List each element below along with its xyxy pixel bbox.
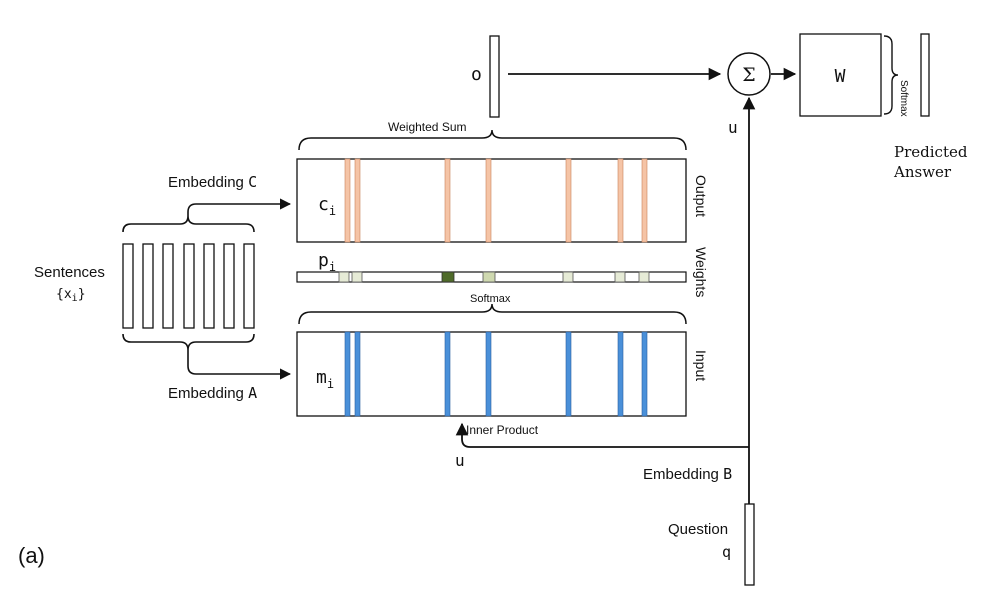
p-var-label: pi — [318, 250, 336, 274]
embedding-b-label: Embedding B — [643, 465, 732, 483]
input-column — [565, 331, 572, 417]
embedding-a-label: Embedding A — [168, 384, 257, 402]
sentences-var: {xi} — [56, 287, 86, 304]
input-column — [617, 331, 624, 417]
output-column — [565, 158, 572, 243]
input-column — [354, 331, 361, 417]
predicted-answer-vector — [920, 33, 930, 117]
output-column — [344, 158, 351, 243]
output-column — [485, 158, 492, 243]
softmax-brace — [298, 303, 687, 325]
predicted-line2: Answer — [893, 163, 952, 181]
output-side-label: Output — [693, 175, 709, 217]
w-var-label: W — [835, 66, 846, 87]
weight-cell — [614, 271, 626, 283]
output-column — [641, 158, 648, 243]
weight-cell — [351, 271, 363, 283]
question-label: Question — [668, 521, 728, 538]
w-matrix — [799, 33, 882, 117]
sentences-title: Sentences — [34, 264, 105, 281]
weighted-sum-label: Weighted Sum — [388, 120, 467, 134]
predicted-line1: Predicted — [894, 143, 968, 161]
output-column — [354, 158, 361, 243]
weighted-sum-brace — [298, 129, 687, 151]
softmax-side-label: Softmax — [898, 80, 909, 117]
input-column — [344, 331, 351, 417]
input-side-label: Input — [693, 350, 709, 381]
inner-product-label: Inner Product — [466, 423, 539, 437]
softmax-side-brace — [883, 35, 899, 115]
output-memory-columns — [344, 158, 648, 243]
sigma-symbol: Σ — [742, 64, 755, 86]
weight-cell — [338, 271, 350, 283]
u-bottom-label: u — [455, 451, 465, 470]
sentences-bottom-brace — [122, 333, 255, 375]
u-to-input-arrow — [455, 422, 749, 448]
embedding-c-label: Embedding C — [168, 173, 257, 191]
input-memory-columns — [344, 331, 648, 417]
sum-node — [727, 52, 771, 96]
weights-side-label: Weights — [693, 247, 709, 297]
m-var-label: mi — [316, 367, 334, 391]
sentences-stack — [122, 243, 255, 329]
output-column — [444, 158, 451, 243]
input-column — [641, 331, 648, 417]
softmax-label: Softmax — [470, 293, 511, 305]
weight-cell — [638, 271, 650, 283]
c-var-label: ci — [318, 194, 336, 218]
o-var-label: o — [471, 64, 482, 85]
input-column — [485, 331, 492, 417]
question-vector — [744, 503, 755, 586]
output-column — [617, 158, 624, 243]
input-column — [444, 331, 451, 417]
weight-cell — [562, 271, 574, 283]
weight-cell — [482, 271, 496, 283]
u-top-label: u — [728, 118, 738, 137]
weight-cells — [338, 271, 650, 283]
o-vector — [489, 35, 500, 118]
panel-label: (a) — [18, 543, 45, 568]
sentences-top-brace — [122, 203, 255, 233]
weight-cell — [441, 271, 455, 283]
q-var-label: q — [722, 543, 731, 561]
